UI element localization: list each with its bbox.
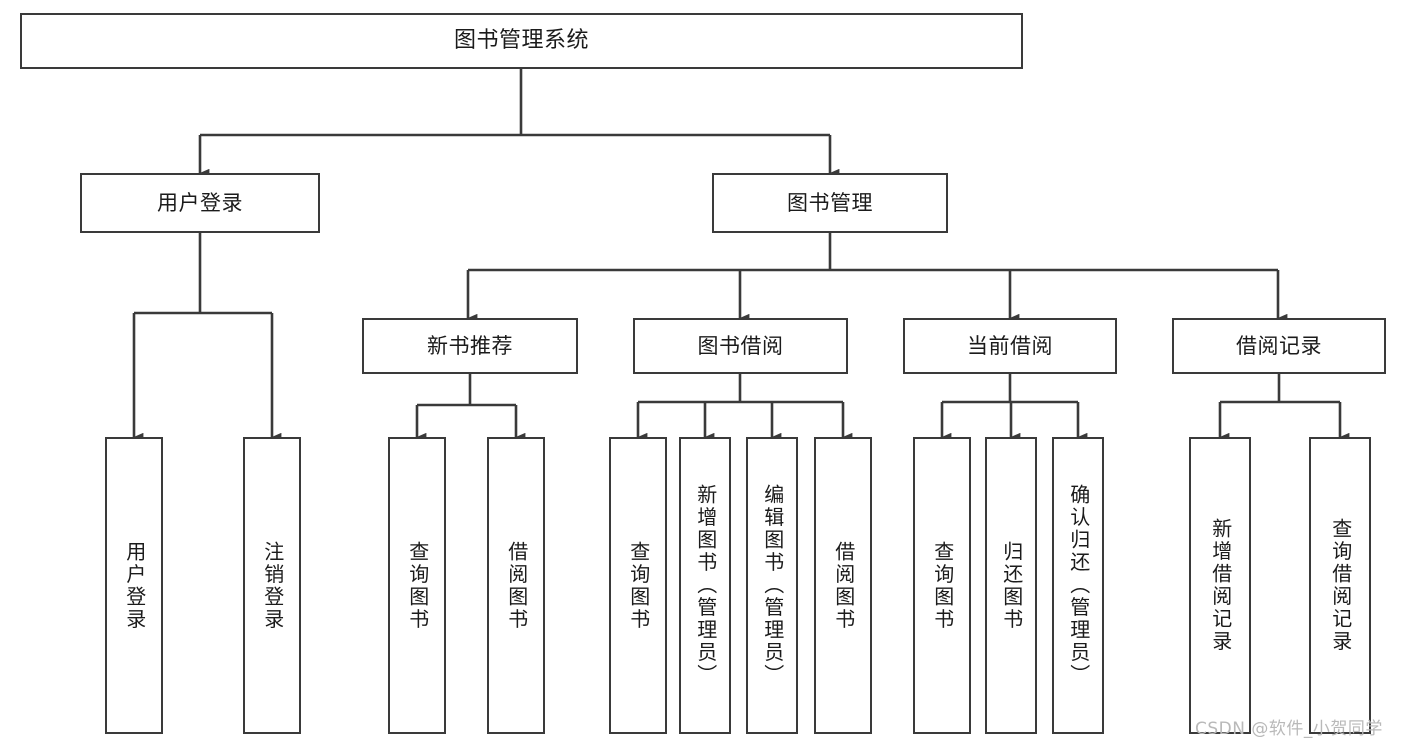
node-label: 新书推荐 bbox=[427, 333, 513, 358]
node-leaf-query-record[interactable]: 查询借阅记录 bbox=[1309, 437, 1371, 734]
node-label: 借阅图书 bbox=[831, 540, 856, 631]
node-label: 注销登录 bbox=[260, 540, 285, 631]
node-label: 用户登录 bbox=[122, 540, 147, 631]
node-label: 图书管理 bbox=[787, 190, 873, 215]
node-label: 查询图书 bbox=[626, 540, 651, 631]
node-label: 查询图书 bbox=[405, 540, 430, 631]
node-label: 图书管理系统 bbox=[453, 28, 589, 54]
node-book-manage[interactable]: 图书管理 bbox=[712, 173, 948, 233]
csdn-watermark: CSDN @软件_小贺同学 bbox=[1195, 719, 1383, 739]
node-leaf-edit-book[interactable]: 编辑图书（管理员） bbox=[746, 437, 798, 734]
node-leaf-confirm-return[interactable]: 确认归还（管理员） bbox=[1052, 437, 1104, 734]
node-label: 图书借阅 bbox=[697, 333, 784, 358]
node-root-system[interactable]: 图书管理系统 bbox=[20, 13, 1023, 69]
node-label: 借阅记录 bbox=[1236, 333, 1322, 358]
node-borrow-record[interactable]: 借阅记录 bbox=[1172, 318, 1386, 374]
node-label: 用户登录 bbox=[157, 190, 243, 215]
node-user-login[interactable]: 用户登录 bbox=[80, 173, 320, 233]
node-label: 借阅图书 bbox=[504, 540, 529, 631]
node-leaf-user-login[interactable]: 用户登录 bbox=[105, 437, 163, 734]
node-label: 新增图书（管理员） bbox=[693, 484, 718, 687]
node-label: 当前借阅 bbox=[967, 333, 1053, 358]
node-label: 新增借阅记录 bbox=[1208, 518, 1233, 653]
node-leaf-borrow-book-1[interactable]: 借阅图书 bbox=[487, 437, 545, 734]
node-label: 归还图书 bbox=[999, 540, 1024, 631]
node-leaf-query-book-1[interactable]: 查询图书 bbox=[388, 437, 446, 734]
node-book-borrow[interactable]: 图书借阅 bbox=[633, 318, 848, 374]
node-current-borrow[interactable]: 当前借阅 bbox=[903, 318, 1117, 374]
node-new-book-rec[interactable]: 新书推荐 bbox=[362, 318, 578, 374]
node-leaf-return-book[interactable]: 归还图书 bbox=[985, 437, 1037, 734]
node-leaf-add-record[interactable]: 新增借阅记录 bbox=[1189, 437, 1251, 734]
node-leaf-add-book[interactable]: 新增图书（管理员） bbox=[679, 437, 731, 734]
node-leaf-query-book-2[interactable]: 查询图书 bbox=[609, 437, 667, 734]
node-label: 确认归还（管理员） bbox=[1066, 484, 1091, 687]
node-leaf-query-book-3[interactable]: 查询图书 bbox=[913, 437, 971, 734]
node-leaf-borrow-book-2[interactable]: 借阅图书 bbox=[814, 437, 872, 734]
node-leaf-logout[interactable]: 注销登录 bbox=[243, 437, 301, 734]
node-label: 查询借阅记录 bbox=[1328, 518, 1353, 653]
node-label: 编辑图书（管理员） bbox=[760, 484, 785, 687]
node-label: 查询图书 bbox=[930, 540, 955, 631]
